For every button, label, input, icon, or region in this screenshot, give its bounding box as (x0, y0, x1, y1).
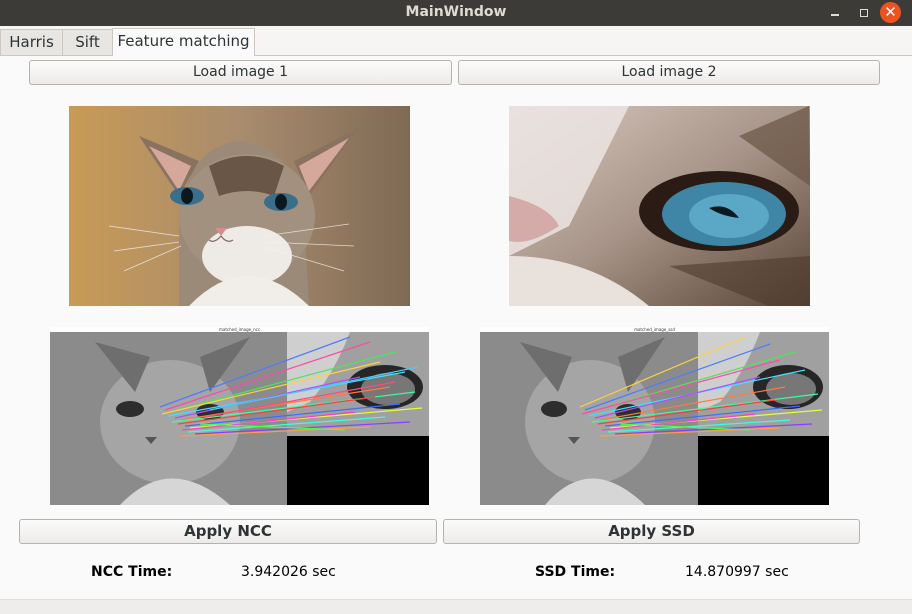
apply-ssd-button[interactable]: Apply SSD (443, 519, 860, 544)
ncc-result-view: matched_image_ncc (50, 327, 429, 505)
load-image-1-button[interactable]: Load image 1 (29, 60, 452, 85)
tab-feature-matching[interactable]: Feature matching (112, 28, 255, 56)
feature-matching-pane: Load image 1 Load image 2 (0, 56, 912, 599)
window-titlebar: MainWindow ✕ (0, 0, 912, 26)
load-image-2-button[interactable]: Load image 2 (458, 60, 880, 85)
ssd-time-value: 14.870997 sec (685, 564, 789, 580)
close-icon[interactable]: ✕ (880, 2, 901, 23)
ncc-result-title: matched_image_ncc (218, 327, 261, 332)
ncc-time-value: 3.942026 sec (241, 564, 336, 580)
tab-bar: Harris Sift Feature matching (0, 27, 912, 56)
cat-photo (69, 106, 410, 306)
ssd-match-visualization (480, 332, 829, 505)
maximize-icon[interactable] (855, 4, 873, 22)
image-1-view (69, 106, 410, 306)
ncc-time-label: NCC Time: (91, 564, 173, 580)
minimize-icon[interactable] (826, 4, 844, 22)
ssd-result-title: matched_image_ssd (634, 327, 675, 332)
image-2-view (509, 106, 810, 306)
ssd-result-view: matched_image_ssd (480, 327, 829, 505)
cat-eye-closeup (509, 106, 810, 306)
status-bar (0, 599, 912, 614)
apply-ncc-button[interactable]: Apply NCC (19, 519, 437, 544)
tab-harris[interactable]: Harris (0, 29, 63, 55)
ncc-match-visualization (50, 332, 429, 505)
window-title: MainWindow (405, 4, 507, 20)
ssd-time-label: SSD Time: (535, 564, 616, 580)
tab-sift[interactable]: Sift (62, 29, 113, 55)
